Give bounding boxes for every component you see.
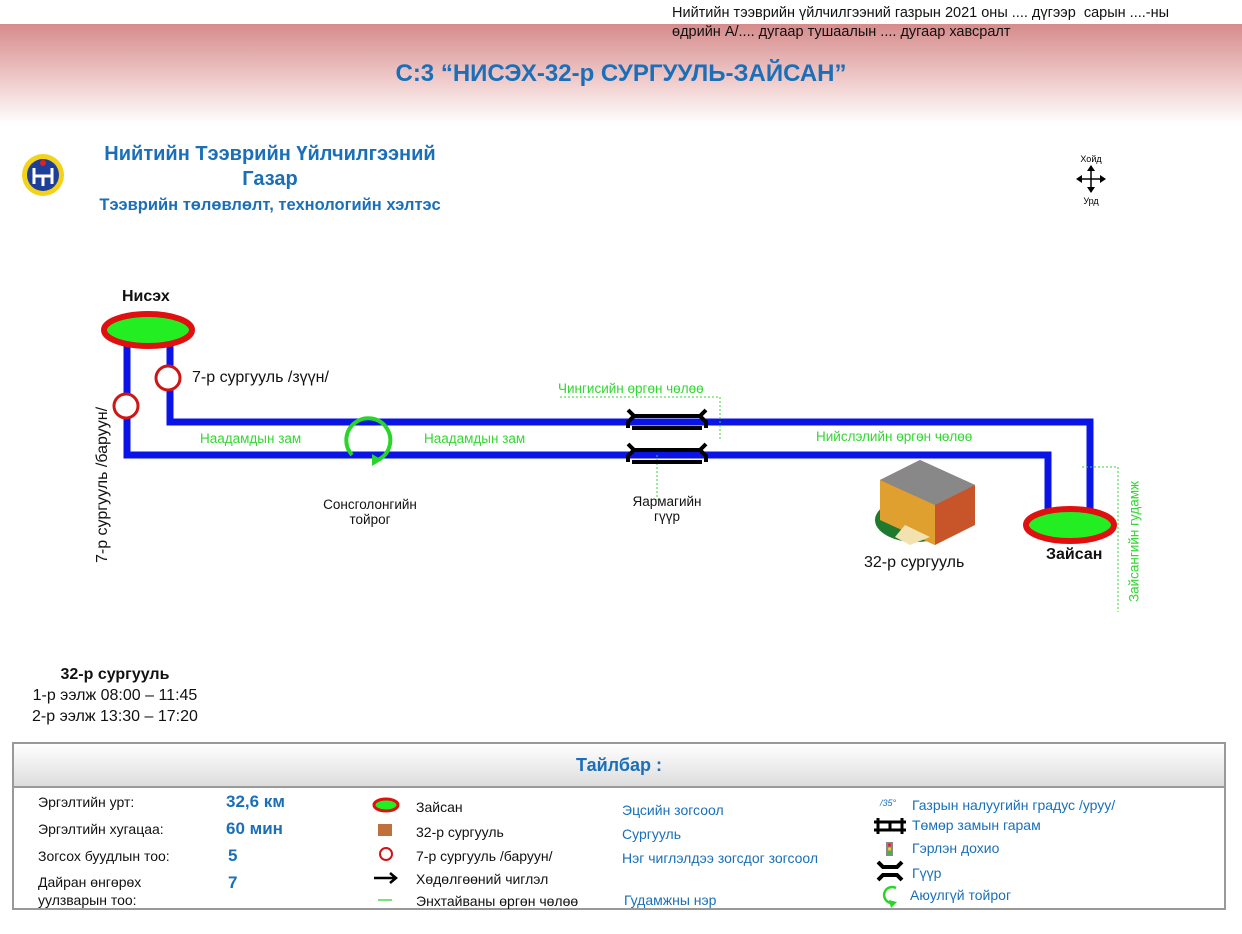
compass-north-label: Хойд [1080,154,1102,164]
legend-symbol2-icons [874,818,906,908]
legend-terminal-meaning: Эцсийн зогсоол [622,802,724,818]
arrow-right-icon [374,872,398,884]
school-building-icon [378,824,392,836]
railway-crossing-icon [874,818,906,834]
legend-stop-label: 7-р сургууль /баруун/ [416,848,553,864]
bridge-label: Яармагийн гүүр [632,494,702,524]
order-note: Нийтийн тээврийн үйлчилгээний газрын 202… [672,4,1169,42]
stat-value-stops: 5 [228,846,238,865]
stop-east-icon [154,364,182,392]
slope-degree-icon: /35° [880,798,897,808]
stat-label-length: Эргэлтийн урт: [38,794,135,810]
roundabout-icon [882,885,897,908]
street-label-naadam-1: Наадамдын зам [200,431,302,446]
legend-railway-label: Төмөр замын гарам [912,817,1041,833]
schedule-title: 32-р сургууль [60,666,170,683]
legend-panel: Тайлбар : Эргэлтийн урт: 32,6 км Эргэлти… [12,742,1226,910]
terminal-ellipse-icon [372,797,400,813]
order-note-line2: өдрийн А/.... дугаар тушаалын .... дугаа… [672,24,1011,40]
roundabout-label: Сонсголонгийн тойрог [323,497,417,527]
bridge-icon [876,860,904,882]
legend-slope-label: Газрын налуугийн градус /уруу/ [912,797,1116,813]
legend-symbol-icons [372,797,400,901]
stop-west-label: 7-р сургууль /баруун/ [94,406,111,564]
header-band [0,24,1242,124]
legend-direction-label: Хөдөлгөөний чиглэл [416,871,549,887]
start-terminal-icon [101,311,195,349]
stat-value-intersections: 7 [228,873,238,892]
route-map [101,311,1119,612]
stat-label-stops: Зогсох буудлын тоо: [38,848,170,864]
stat-value-duration: 60 мин [226,819,283,838]
start-terminal-label: Нисэх [122,288,170,305]
street-label-chinggis: Чингисийн өргөн чөлөө [558,381,704,396]
route-title: С:3 “НИСЭХ-32-р СУРГУУЛЬ-ЗАЙСАН” [395,60,847,87]
stop-east-label: 7-р сургууль /зүүн/ [192,369,329,386]
legend-school-meaning: Сургууль [622,826,682,842]
stat-label-intersections: Дайран өнгөрөх уулзварын тоо: [38,874,142,908]
schedule-shift2: 2-р ээлж 13:30 – 17:20 [32,708,198,725]
legend-title: Тайлбар : [14,744,1224,788]
legend-bridge-label: Гүүр [912,865,942,881]
organization-logo-icon [22,154,64,196]
traffic-light-icon [886,842,893,856]
street-label-zaisan: Зайсангийн гудамж [1126,480,1142,603]
end-terminal-label: Зайсан [1046,546,1103,563]
stat-label-duration: Эргэлтийн хугацаа: [38,821,164,837]
school-label: 32-р сургууль [864,554,965,571]
street-label-naadam-2: Наадамдын зам [424,431,526,446]
schedule-shift1: 1-р ээлж 08:00 – 11:45 [32,687,198,704]
school-building-icon [875,460,975,545]
schedule-block: 32-р сургууль 1-р ээлж 08:00 – 11:45 2-р… [32,664,198,727]
stop-circle-icon [379,847,393,861]
legend-stop-meaning: Нэг чиглэлдээ зогсдог зогсоол [622,850,819,866]
stop-west-icon [112,392,140,420]
compass-south-label: Урд [1083,196,1099,206]
end-terminal-icon [1023,506,1117,544]
street-label-niislel: Нийслэлийн өргөн чөлөө [816,429,973,444]
legend-roundabout-label: Аюулгүй тойрог [910,887,1012,903]
legend-school-label: 32-р сургууль [416,824,504,840]
org-name-line1: Нийтийн Тээврийн Үйлчилгээний [104,143,436,165]
org-name-line2: Газар [242,168,298,190]
legend-terminal-label: Зайсан [416,799,463,815]
order-note-line1: Нийтийн тээврийн үйлчилгээний газрын 202… [672,5,1170,21]
bridge-icon [626,408,708,464]
compass: Хойд Урд [1066,154,1116,206]
legend-traffic-light-label: Гэрлэн дохио [912,840,1000,856]
organization-block: Нийтийн Тээврийн Үйлчилгээний Газар Тээв… [70,142,470,215]
stat-value-length: 32,6 км [226,792,285,811]
org-department: Тээврийн төлөвлөлт, технологийн хэлтэс [99,196,441,214]
compass-arrows-icon [1076,165,1106,193]
roundabout-icon [344,416,393,466]
legend-street-label: Энхтайваны өргөн чөлөө [416,893,579,909]
legend-street-meaning: Гудамжны нэр [624,892,717,908]
